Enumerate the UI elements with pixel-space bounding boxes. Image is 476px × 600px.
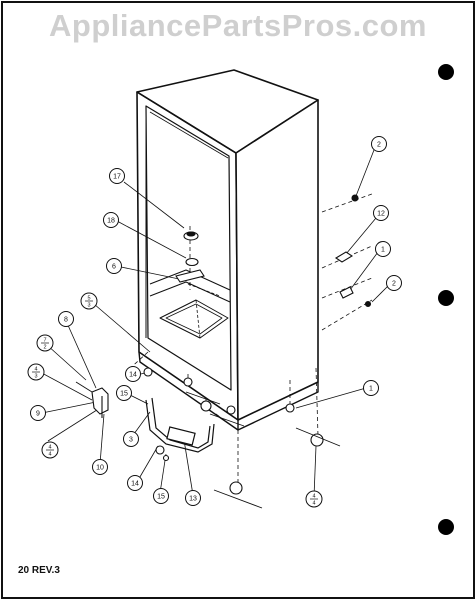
callout-number: 18 [107, 218, 115, 225]
callout-c-8: 8 [58, 311, 74, 327]
leveler-part-a [183, 377, 193, 387]
fraction-denominator: 3 [34, 374, 37, 380]
fraction-callout-f-4-4-left: 44 [41, 441, 59, 459]
callout-c-1-right: 1 [375, 241, 391, 257]
refrigerator-cabinet [136, 69, 319, 431]
callout-c-3: 3 [123, 431, 139, 447]
bracket-part-9 [91, 387, 109, 415]
callout-circle [371, 136, 387, 152]
callout-c-2-top: 2 [371, 136, 387, 152]
callout-c-12: 12 [373, 205, 389, 221]
callout-c-9: 9 [30, 405, 46, 421]
callout-circle [125, 366, 141, 382]
callout-number: 2 [392, 281, 396, 288]
callout-circle [185, 490, 201, 506]
hinge-part-1 [339, 286, 354, 299]
callout-number: 1 [381, 247, 385, 254]
fraction-numerator: 7 [43, 338, 46, 344]
callout-c-6: 6 [106, 258, 122, 274]
callout-number: 1 [369, 386, 373, 393]
direction-arrows [75, 381, 341, 509]
clip-part-12 [334, 251, 354, 263]
punch-hole-bottom [438, 519, 454, 535]
fraction-numerator: 4 [34, 367, 37, 373]
watermark: AppliancePartsPros.com [49, 8, 427, 43]
wheel-part-bottom [229, 481, 243, 495]
callout-circle [386, 275, 402, 291]
callout-number: 12 [377, 211, 385, 218]
callout-number: 3 [129, 437, 133, 444]
wheel-part-4 [310, 433, 324, 447]
washer-part-18 [185, 257, 199, 267]
callout-number: 17 [113, 174, 121, 181]
screw-part-14b [155, 445, 165, 455]
callout-circle [127, 475, 143, 491]
callout-number: 14 [131, 481, 139, 488]
callout-circle [116, 385, 132, 401]
fraction-numerator: 4 [48, 445, 51, 451]
callout-c-14-a: 14 [125, 366, 141, 382]
thermostat-part-6 [175, 269, 205, 283]
roller-part-a [200, 400, 212, 412]
callout-c-14-b: 14 [127, 475, 143, 491]
callout-circle [375, 241, 391, 257]
leveler-part-1 [285, 403, 295, 413]
fraction-denominator: 4 [48, 452, 51, 458]
screw-part-2b [364, 300, 372, 308]
roller-part-b [226, 405, 236, 415]
callout-number: 9 [36, 411, 40, 418]
callout-c-2-mid: 2 [386, 275, 402, 291]
screw-part-15b [162, 454, 170, 462]
callout-number: 14 [129, 372, 137, 379]
callout-circle [103, 212, 119, 228]
callout-number: 6 [112, 264, 116, 271]
callout-c-15-a: 15 [116, 385, 132, 401]
callout-leaders [39, 149, 389, 498]
callout-number: 8 [64, 317, 68, 324]
fraction-denominator: 4 [312, 501, 315, 507]
fraction-numerator: 5 [87, 296, 90, 302]
callout-circle [123, 431, 139, 447]
fraction-callout-f-4-3: 43 [27, 363, 45, 381]
callout-c-15-b: 15 [153, 488, 169, 504]
page-footer: 20 REV.3 [18, 565, 60, 576]
fraction-denominator: 3 [87, 303, 90, 309]
callout-circle [153, 488, 169, 504]
screw-part-2 [351, 194, 359, 202]
callout-circle [109, 168, 125, 184]
callout-c-10: 10 [92, 459, 108, 475]
callout-number: 2 [377, 142, 381, 149]
callout-c-18: 18 [103, 212, 119, 228]
punch-hole-top [438, 64, 454, 80]
fraction-denominator: 2 [43, 345, 46, 351]
callout-c-17: 17 [109, 168, 125, 184]
callout-circle [30, 405, 46, 421]
callout-circle [373, 205, 389, 221]
punch-hole-middle [438, 290, 454, 306]
fraction-callout-f-4-4-bottom: 44 [305, 490, 323, 508]
callout-circle [363, 380, 379, 396]
callout-number: 15 [120, 391, 128, 398]
callout-circle [106, 258, 122, 274]
callout-circle [92, 459, 108, 475]
tube-assembly [145, 397, 215, 453]
fraction-callout-f-7-2: 72 [36, 334, 54, 352]
fraction-callout-f-5-3: 53 [80, 292, 98, 310]
hardware-parts [91, 194, 372, 495]
fraction-numerator: 4 [312, 494, 315, 500]
callout-number: 13 [189, 496, 197, 503]
callout-circle [58, 311, 74, 327]
callout-number: 15 [157, 494, 165, 501]
callout-c-13: 13 [185, 490, 201, 506]
leader-lines [125, 193, 373, 484]
callout-c-1-lower: 1 [363, 380, 379, 396]
callout-number: 10 [96, 465, 104, 472]
screw-part-14a [143, 367, 153, 377]
